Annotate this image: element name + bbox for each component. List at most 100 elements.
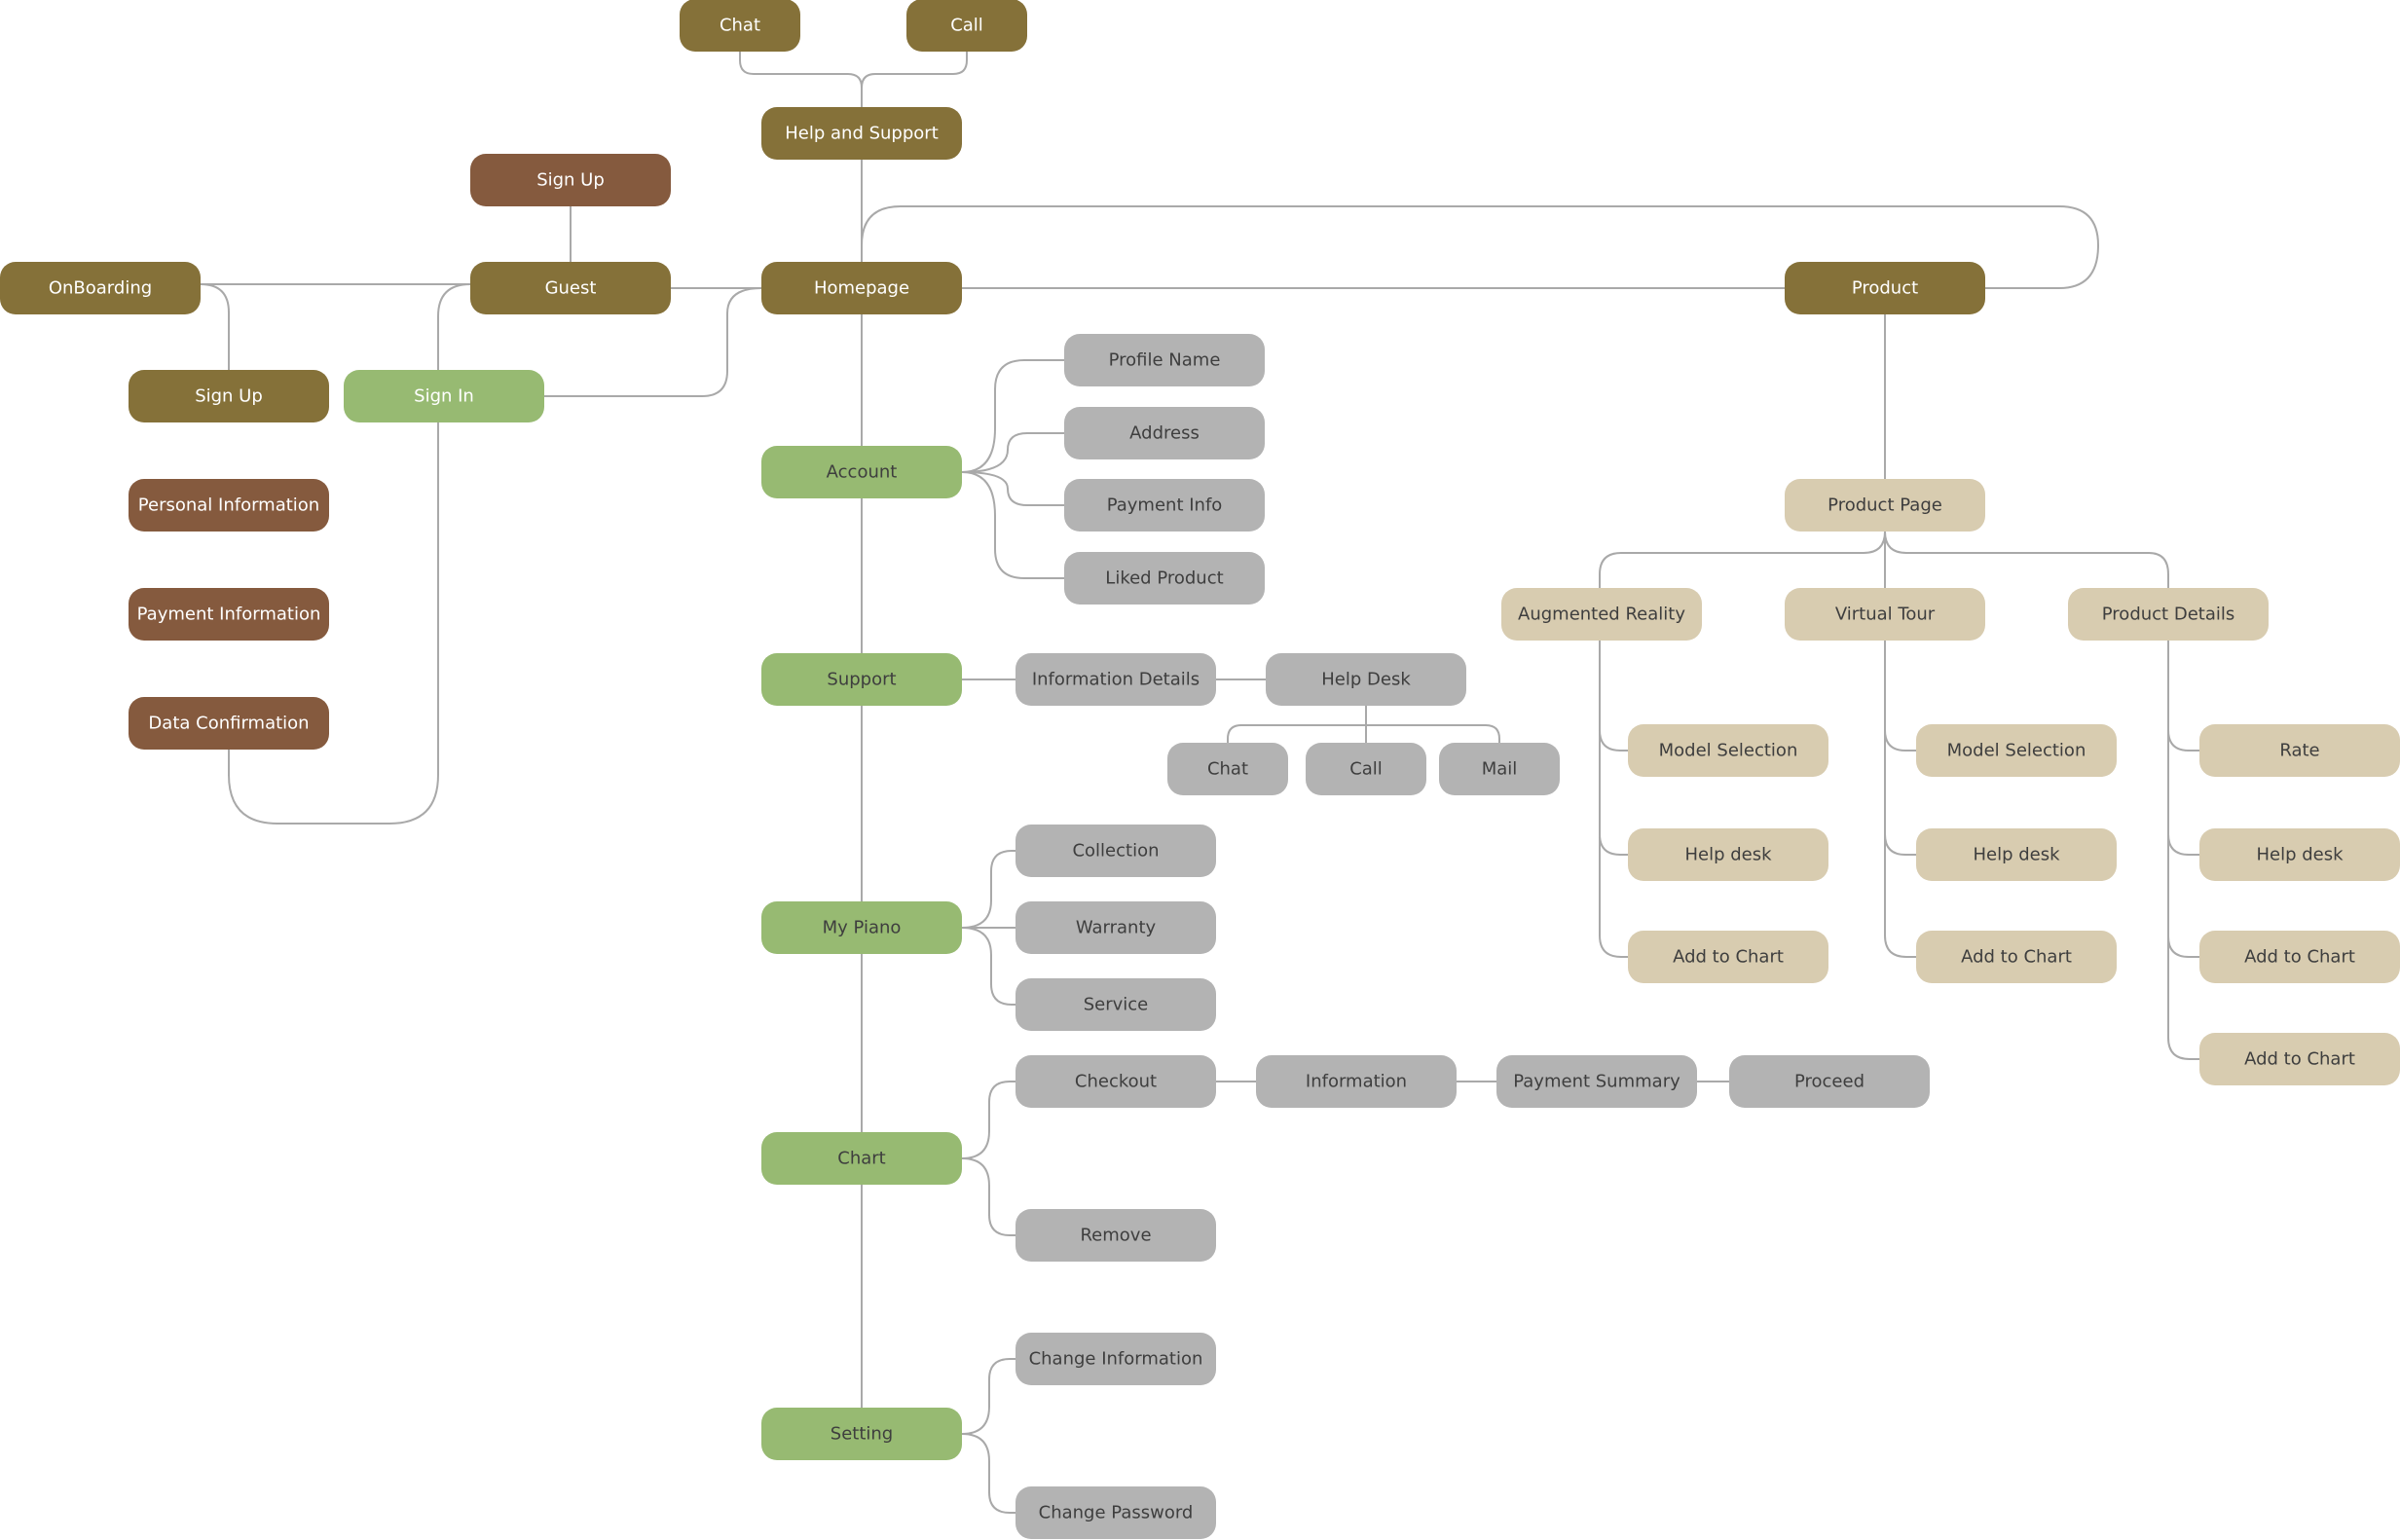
connector-line: [1599, 729, 1628, 752]
node-box: [129, 479, 329, 532]
node-label: OnBoarding: [49, 278, 152, 299]
connector-line: [861, 205, 2100, 289]
node-box: [1256, 1055, 1457, 1108]
node-signup-left: Sign Up: [129, 370, 329, 422]
node-label: Mail: [1482, 759, 1518, 780]
node-box: [1496, 1055, 1697, 1108]
node-label: Guest: [545, 278, 597, 299]
node-box: [1064, 334, 1265, 386]
node-box: [761, 107, 962, 160]
node-box: [761, 1132, 962, 1185]
node-label: Service: [1084, 995, 1149, 1015]
connector-line: [961, 471, 1064, 506]
node-data-confirmation: Data Confirmation: [129, 697, 329, 750]
node-box: [344, 370, 544, 422]
node-label: Product Details: [2102, 605, 2234, 625]
node-label: Payment Summary: [1513, 1072, 1680, 1092]
node-box: [1015, 1486, 1216, 1539]
node-box: [129, 697, 329, 750]
node-ar-help-desk: Help desk: [1628, 828, 1828, 881]
node-signin: Sign In: [344, 370, 544, 422]
node-collection: Collection: [1015, 825, 1216, 877]
node-box: [680, 0, 800, 52]
node-payment-summary: Payment Summary: [1496, 1055, 1697, 1108]
connector-line: [739, 52, 863, 107]
connector-line: [1599, 833, 1628, 856]
node-label: Add to Chart: [2244, 947, 2355, 968]
node-box: [1064, 552, 1265, 605]
node-chat-support: Chat: [1167, 743, 1288, 795]
connector-line: [961, 1433, 1015, 1514]
node-label: Help desk: [1973, 845, 2060, 865]
connector-line: [228, 422, 439, 825]
connector-line: [1884, 833, 1916, 856]
node-liked-product: Liked Product: [1064, 552, 1265, 605]
node-support: Support: [761, 653, 962, 706]
node-label: Sign Up: [195, 386, 263, 407]
node-label: Call: [950, 16, 983, 36]
node-label: Help and Support: [785, 124, 939, 144]
connector-line: [1884, 531, 2169, 588]
node-proceed: Proceed: [1729, 1055, 1930, 1108]
node-box: [1015, 1055, 1216, 1108]
node-virtual-tour: Virtual Tour: [1785, 588, 1985, 641]
connector-line: [1884, 729, 1916, 752]
node-label: Sign Up: [536, 170, 605, 191]
node-pd-add-to-chart-1: Add to Chart: [2199, 931, 2400, 983]
node-augmented-reality: Augmented Reality: [1501, 588, 1702, 641]
node-box: [129, 370, 329, 422]
node-box: [761, 901, 962, 954]
node-label: Augmented Reality: [1518, 605, 1685, 625]
connector-line: [961, 927, 1015, 1006]
node-box: [1916, 724, 2117, 777]
node-label: Proceed: [1794, 1072, 1865, 1092]
node-label: Help desk: [1684, 845, 1772, 865]
node-call-support: Call: [1306, 743, 1426, 795]
node-label: Chat: [720, 16, 760, 36]
node-box: [1785, 479, 1985, 532]
node-my-piano: My Piano: [761, 901, 962, 954]
connector-line: [961, 359, 1064, 473]
node-box: [1729, 1055, 1930, 1108]
node-homepage: Homepage: [761, 262, 962, 314]
connector-line: [861, 52, 968, 89]
node-box: [2199, 724, 2400, 777]
node-call-top: Call: [906, 0, 1027, 52]
node-label: Warranty: [1076, 918, 1157, 938]
node-label: Chat: [1207, 759, 1248, 780]
node-label: Personal Information: [138, 495, 319, 516]
node-label: Information Details: [1032, 670, 1200, 690]
node-box: [2199, 828, 2400, 881]
node-box: [1306, 743, 1426, 795]
node-box: [2199, 931, 2400, 983]
node-help-support: Help and Support: [761, 107, 962, 160]
node-box: [1266, 653, 1466, 706]
connector-line: [961, 1358, 1015, 1435]
node-box: [1064, 407, 1265, 459]
node-label: Change Information: [1029, 1349, 1203, 1370]
node-profile-name: Profile Name: [1064, 334, 1265, 386]
node-label: Liked Product: [1105, 568, 1223, 589]
node-mail-support: Mail: [1439, 743, 1560, 795]
node-label: Account: [827, 462, 898, 483]
node-box: [1015, 901, 1216, 954]
node-box: [2199, 1033, 2400, 1085]
node-label: Model Selection: [1947, 741, 2086, 761]
node-setting: Setting: [761, 1408, 962, 1460]
node-label: Support: [827, 670, 896, 690]
node-label: Sign In: [414, 386, 474, 407]
node-box: [1628, 828, 1828, 881]
node-box: [1015, 978, 1216, 1031]
node-ar-model-selection: Model Selection: [1628, 724, 1828, 777]
node-box: [906, 0, 1027, 52]
connector-line: [1366, 724, 1500, 743]
node-box: [1167, 743, 1288, 795]
connector-line: [1227, 724, 1366, 743]
node-label: Add to Chart: [2244, 1049, 2355, 1070]
node-label: Add to Chart: [1673, 947, 1784, 968]
node-box: [470, 262, 671, 314]
connector-line: [961, 471, 1064, 579]
node-label: Checkout: [1075, 1072, 1157, 1092]
node-payment-info: Payment Info: [1064, 479, 1265, 532]
node-label: Model Selection: [1659, 741, 1798, 761]
